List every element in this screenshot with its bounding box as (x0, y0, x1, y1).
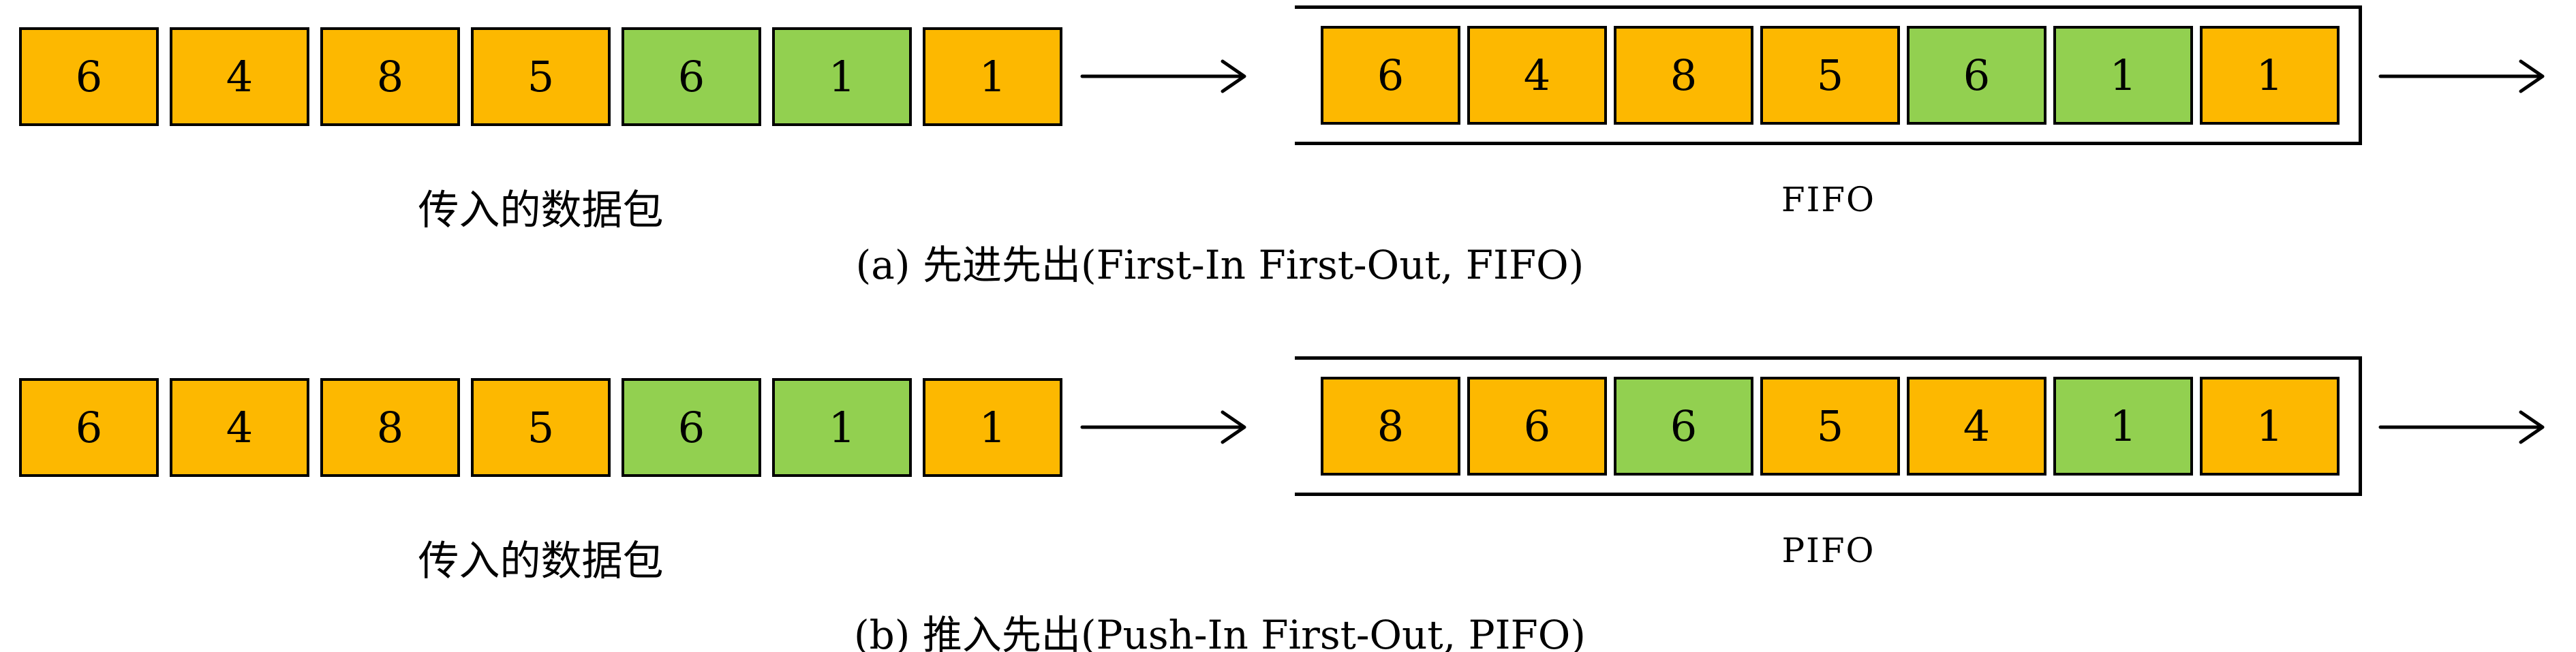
caption-b: (b) 推入先出(Push-In First-Out, PIFO) (854, 612, 1586, 652)
pifo-packet-array: 8 6 6 5 4 1 1 (1321, 360, 2385, 493)
fifo-label: FIFO (1781, 180, 1876, 219)
packet: 6 (1907, 26, 2046, 125)
packet: 1 (772, 378, 912, 477)
packet: 6 (1321, 26, 1460, 125)
input-packet-array-a: 6 4 8 5 6 1 1 (19, 27, 1062, 126)
fifo-packet-array: 6 4 8 5 6 1 1 (1321, 9, 2385, 142)
packet: 6 (1467, 377, 1607, 476)
pifo-queue: 8 6 6 5 4 1 1 (1295, 356, 2362, 496)
input-array-label-b: 传入的数据包 (418, 538, 664, 585)
dequeue-arrow-b (2378, 410, 2545, 444)
pifo-label: PIFO (1781, 531, 1875, 570)
packet: 6 (1614, 377, 1753, 476)
packet: 1 (923, 378, 1062, 477)
input-array-label-a: 传入的数据包 (418, 187, 664, 234)
packet: 4 (1467, 26, 1607, 125)
packet: 5 (1760, 377, 1900, 476)
packet: 8 (320, 378, 460, 477)
packet: 8 (1614, 26, 1753, 125)
packet: 5 (1760, 26, 1900, 125)
packet: 6 (19, 27, 159, 126)
packet: 6 (622, 378, 761, 477)
enqueue-arrow-a (1080, 59, 1246, 93)
packet: 1 (2053, 26, 2193, 125)
packet: 1 (772, 27, 912, 126)
caption-a: (a) 先进先出(First-In First-Out, FIFO) (855, 242, 1584, 288)
fifo-queue: 6 4 8 5 6 1 1 (1295, 5, 2362, 145)
packet: 6 (19, 378, 159, 477)
packet: 1 (2200, 26, 2340, 125)
packet: 1 (2200, 377, 2340, 476)
dequeue-arrow-a (2378, 59, 2545, 93)
input-packet-array-b: 6 4 8 5 6 1 1 (19, 378, 1062, 477)
packet: 5 (471, 27, 611, 126)
enqueue-arrow-b (1080, 410, 1246, 444)
packet: 4 (1907, 377, 2046, 476)
packet: 1 (923, 27, 1062, 126)
packet: 6 (622, 27, 761, 126)
packet: 8 (1321, 377, 1460, 476)
packet: 4 (170, 27, 309, 126)
packet: 1 (2053, 377, 2193, 476)
packet: 8 (320, 27, 460, 126)
packet: 5 (471, 378, 611, 477)
packet: 4 (170, 378, 309, 477)
